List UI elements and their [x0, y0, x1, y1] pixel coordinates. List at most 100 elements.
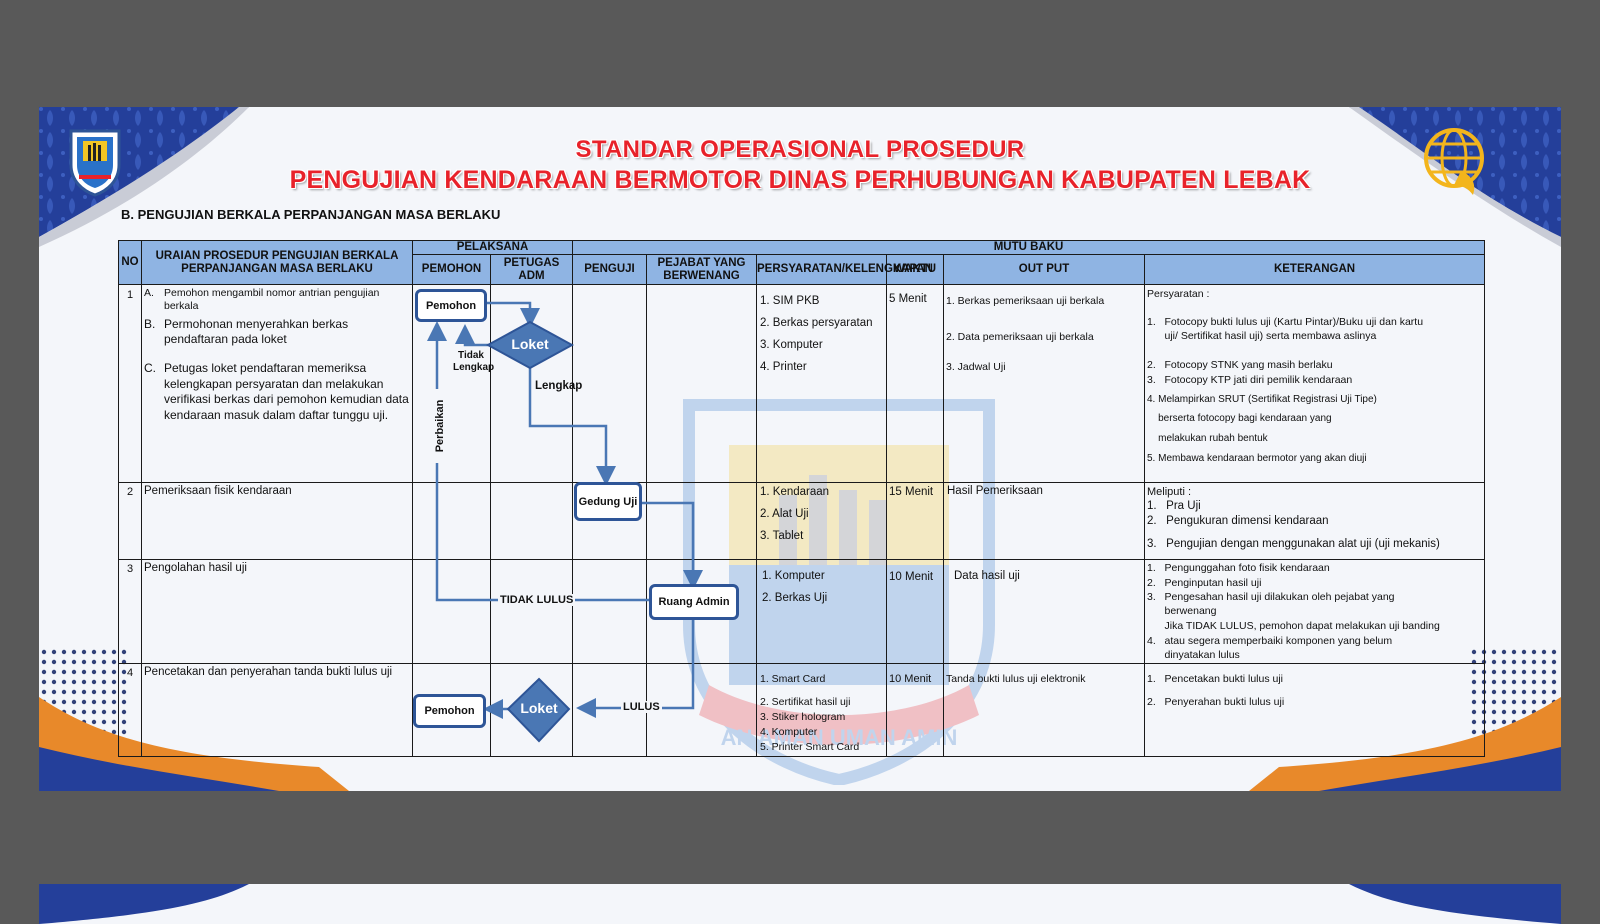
uraian-item-b: Permohonan menyerahkan berkas pendaftara…	[164, 317, 404, 347]
output-item: Hasil Pemeriksaan	[947, 485, 1043, 497]
table-row: 2 Pemeriksaan fisik kendaraan 1. Kendara…	[119, 483, 1485, 560]
keterangan-item: Jika TIDAK LULUS, pemohon dapat melakuka…	[1147, 620, 1440, 632]
table-row: 3 Pengolahan hasil uji 1. Komputer 2. Be…	[119, 560, 1485, 664]
next-slide-decoration	[39, 884, 1561, 924]
keterangan-item: 3. Pengesahan hasil uji dilakukan oleh p…	[1147, 591, 1395, 603]
flow-lulus-label: LULUS	[621, 701, 662, 713]
waktu-value: 15 Menit	[889, 486, 933, 498]
persyaratan-cell: 1. SIM PKB 2. Berkas persyaratan 3. Komp…	[757, 285, 887, 483]
keterangan-item: 1. Fotocopy bukti lulus uji (Kartu Pinta…	[1147, 316, 1423, 328]
flow-perbaikan-label: Perbaikan	[434, 389, 446, 463]
uraian-item-a: Pemohon mengambil nomor antrian pengujia…	[164, 287, 409, 313]
waktu-cell: 15 Menit	[887, 483, 944, 560]
row-number: 4	[119, 664, 142, 757]
persyaratan-item: 3. Tablet	[760, 530, 803, 542]
persyaratan-item: 2. Berkas persyaratan	[760, 317, 873, 329]
header-keterangan: KETERANGAN	[1145, 255, 1485, 285]
sop-slide: STANDAR OPERASIONAL PROSEDUR PENGUJIAN K…	[39, 107, 1561, 791]
flow-tidak-lulus-label: TIDAK LULUS	[498, 594, 575, 606]
persyaratan-cell: 1. Komputer 2. Berkas Uji	[757, 560, 887, 664]
keterangan-item: 1. Pra Uji	[1147, 500, 1201, 512]
waktu-value: 5 Menit	[889, 293, 927, 305]
header-mutu-baku: MUTU BAKU	[573, 241, 1485, 255]
waktu-cell: 10 Menit	[887, 560, 944, 664]
keterangan-item: 2. Fotocopy STNK yang masih berlaku	[1147, 359, 1333, 371]
flow-ruang-admin-box: Ruang Admin	[649, 584, 739, 620]
header-pemohon: PEMOHON	[413, 255, 491, 285]
output-cell: 1. Berkas pemeriksaan uji berkala 2. Dat…	[944, 285, 1145, 483]
flow-tidak-lengkap-label: Tidak Lengkap	[451, 350, 491, 374]
keterangan-cell: 1. Pencetakan bukti lulus uji 2. Penyera…	[1145, 664, 1485, 757]
keterangan-item: 4. Melampirkan SRUT (Sertifikat Registra…	[1147, 394, 1377, 405]
persyaratan-item: 4. Printer	[760, 361, 807, 373]
header-uraian: URAIAN PROSEDUR PENGUJIAN BERKALA PERPAN…	[142, 241, 413, 285]
output-item: 3. Jadwal Uji	[946, 361, 1006, 373]
output-item: Tanda bukti lulus uji elektronik	[946, 673, 1086, 685]
waktu-cell: 5 Menit	[887, 285, 944, 483]
header-output: OUT PUT	[944, 255, 1145, 285]
keterangan-item: melakukan rubah bentuk	[1147, 433, 1268, 444]
persyaratan-item: 2. Alat Uji	[760, 508, 809, 520]
keterangan-cell: Persyaratan : 1. Fotocopy bukti lulus uj…	[1145, 285, 1485, 483]
header-no: NO	[119, 241, 142, 285]
keterangan-item: 4. atau segera memperbaiki komponen yang…	[1147, 635, 1392, 647]
uraian-cell: Pemeriksaan fisik kendaraan	[142, 483, 413, 560]
uraian-cell: Pencetakan dan penyerahan tanda bukti lu…	[142, 664, 413, 757]
keterangan-item: Persyaratan :	[1147, 288, 1209, 300]
keterangan-item: uji/ Sertifikat hasil uji) serta membawa…	[1147, 330, 1376, 342]
uraian-cell: A. Pemohon mengambil nomor antrian pengu…	[142, 285, 413, 483]
persyaratan-cell: 1. Smart Card 2. Sertifikat hasil uji 3.…	[757, 664, 887, 757]
header-petugas-adm: PETUGAS ADM	[491, 255, 573, 285]
keterangan-item: 5. Membawa kendaraan bermotor yang akan …	[1147, 453, 1367, 464]
item-marker: A.	[144, 287, 154, 299]
row-number: 3	[119, 560, 142, 664]
uraian-item-c: Petugas loket pendaftaran memeriksa kele…	[164, 361, 409, 423]
output-item: 2. Data pemeriksaan uji berkala	[946, 331, 1094, 343]
keterangan-item: 1. Pencetakan bukti lulus uji	[1147, 673, 1283, 685]
persyaratan-item: 1. Komputer	[762, 570, 825, 582]
item-marker: C.	[144, 361, 162, 376]
persyaratan-item: 2. Sertifikat hasil uji	[760, 696, 850, 708]
keterangan-item: berwenang	[1147, 605, 1216, 617]
persyaratan-item: 2. Berkas Uji	[762, 592, 827, 604]
flow-loket-2-label: Loket	[509, 700, 569, 716]
output-item: 1. Berkas pemeriksaan uji berkala	[946, 295, 1104, 307]
output-cell: Data hasil uji	[944, 560, 1145, 664]
table-row: 1 A. Pemohon mengambil nomor antrian pen…	[119, 285, 1485, 483]
keterangan-item: 2. Penginputan hasil uji	[1147, 577, 1261, 589]
keterangan-item: 3. Fotocopy KTP jati diri pemilik kendar…	[1147, 374, 1352, 386]
flow-pemohon-box: Pemohon	[415, 289, 487, 322]
keterangan-cell: 1. Pengunggahan foto fisik kendaraan 2. …	[1145, 560, 1485, 664]
header-penguji: PENGUJI	[573, 255, 647, 285]
output-item: Data hasil uji	[954, 570, 1020, 582]
keterangan-item: 2. Penyerahan bukti lulus uji	[1147, 696, 1284, 708]
persyaratan-item: 1. SIM PKB	[760, 295, 819, 307]
sop-table: NO URAIAN PROSEDUR PENGUJIAN BERKALA PER…	[118, 240, 1485, 757]
flow-lengkap-label: Lengkap	[533, 380, 584, 392]
persyaratan-item: 3. Stiker hologram	[760, 711, 845, 723]
table-row: 4 Pencetakan dan penyerahan tanda bukti …	[119, 664, 1485, 757]
keterangan-item: 2. Pengukuran dimensi kendaraan	[1147, 515, 1329, 527]
persyaratan-item: 1. Smart Card	[760, 673, 825, 685]
title-block: STANDAR OPERASIONAL PROSEDUR PENGUJIAN K…	[39, 135, 1561, 195]
flow-pemohon-2-box: Pemohon	[413, 694, 486, 728]
keterangan-item: Meliputi :	[1147, 486, 1191, 498]
section-heading: B. PENGUJIAN BERKALA PERPANJANGAN MASA B…	[121, 207, 500, 222]
persyaratan-cell: 1. Kendaraan 2. Alat Uji 3. Tablet	[757, 483, 887, 560]
persyaratan-item: 1. Kendaraan	[760, 486, 829, 498]
persyaratan-item: 4. Komputer	[760, 726, 817, 738]
output-cell: Tanda bukti lulus uji elektronik	[944, 664, 1145, 757]
row-number: 2	[119, 483, 142, 560]
keterangan-item: 3. Pengujian dengan menggunakan alat uji…	[1147, 538, 1440, 550]
header-pejabat: PEJABAT YANG BERWENANG	[647, 255, 757, 285]
header-persyaratan: PERSYARATAN/KELENGKAPAN	[757, 255, 887, 285]
header-waktu: WAKTU	[887, 255, 944, 285]
keterangan-item: berserta fotocopy bagi kendaraan yang	[1147, 413, 1332, 424]
row-number: 1	[119, 285, 142, 483]
persyaratan-item: 5. Printer Smart Card	[760, 741, 859, 753]
uraian-cell: Pengolahan hasil uji	[142, 560, 413, 664]
waktu-value: 10 Menit	[889, 673, 931, 685]
item-marker: B.	[144, 317, 162, 332]
output-cell: Hasil Pemeriksaan	[944, 483, 1145, 560]
waktu-cell: 10 Menit	[887, 664, 944, 757]
